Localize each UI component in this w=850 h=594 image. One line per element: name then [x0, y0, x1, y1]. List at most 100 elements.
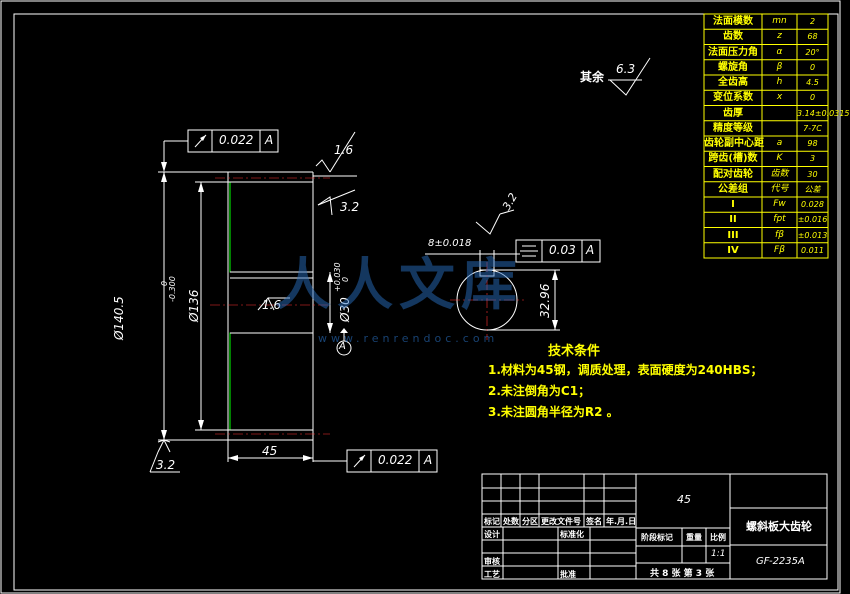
param-symbol: fβ	[775, 229, 784, 240]
param-symbol: 代号	[770, 183, 789, 194]
tb-stage: 阶段标记	[641, 533, 673, 542]
tb-header-mark: 标记	[484, 517, 500, 526]
param-value: 0.028	[801, 200, 824, 209]
param-symbol: Fβ	[774, 244, 785, 255]
runout-top-datum: A	[265, 133, 274, 147]
part-name: 螺斜板大齿轮	[746, 520, 812, 533]
watermark-logo: 人人文库	[275, 253, 523, 318]
param-value: 2	[809, 17, 816, 26]
param-value: 3	[809, 154, 816, 164]
roughness-key: 3.2	[500, 190, 521, 213]
drawing-number: GF-2235A	[756, 556, 805, 567]
param-name: I	[731, 199, 735, 210]
param-name: 齿厚	[723, 107, 743, 119]
section-dimensions	[149, 129, 438, 473]
datum-a-label: A	[339, 341, 346, 352]
roughness-face: 3.2	[340, 200, 360, 214]
param-symbol: β	[776, 61, 783, 72]
param-symbol: z	[777, 31, 782, 42]
tech-list: 1.材料为45钢，调质处理，表面硬度为240HBS； 2.未注倒角为C1； 3.…	[488, 360, 763, 423]
param-symbol	[762, 122, 797, 135]
param-symbol: Fw	[773, 199, 786, 209]
param-symbol	[762, 107, 797, 120]
param-name: 变位系数	[713, 92, 753, 104]
tech-item: 1.材料为45钢，调质处理，表面硬度为240HBS；	[488, 363, 763, 377]
param-value: 3.14±0.0315	[797, 108, 850, 118]
others-roughness: 6.3	[616, 62, 636, 76]
param-value: 0	[809, 62, 816, 72]
od-dimension: Ø140.5	[112, 296, 126, 340]
material-value: 45	[677, 493, 691, 506]
param-symbol: mn	[772, 16, 787, 26]
param-name: 齿轮副中心距	[704, 138, 764, 149]
param-value: 20°	[805, 47, 820, 57]
sheet-count: 共 8 张 第 3 张	[650, 569, 715, 579]
scale-value: 1:1	[711, 549, 726, 559]
param-name: 法面模数	[713, 16, 753, 27]
runout-bottom-value: 0.022	[378, 453, 413, 467]
root-dimension: Ø136	[187, 289, 201, 322]
title-block	[481, 473, 828, 580]
watermark-url: www.renrendoc.com	[318, 332, 499, 345]
key-sym-datum: A	[586, 243, 595, 257]
tb-header-zone: 分区	[522, 517, 538, 526]
param-value: 98	[807, 139, 818, 148]
tb-header-count: 处数	[503, 517, 519, 526]
param-value: 68	[807, 32, 818, 42]
param-name: 法面压力角	[708, 46, 758, 58]
gear-section-view	[210, 171, 330, 441]
param-value: 30	[807, 169, 818, 179]
param-symbol: x	[776, 92, 783, 103]
inner-frame	[13, 13, 839, 591]
param-name: 公差组	[718, 183, 748, 195]
tech-title: 技术条件	[548, 344, 601, 359]
param-value: 0.011	[801, 245, 824, 255]
tech-item: 3.未注圆角半径为R2 。	[488, 405, 619, 419]
tech-item: 2.未注倒角为C1；	[488, 384, 591, 398]
tb-approve: 批准	[560, 570, 576, 579]
param-name: III	[727, 229, 739, 241]
param-value: ±0.016	[797, 215, 828, 225]
param-value: 4.5	[806, 78, 819, 87]
param-symbol: fpt	[773, 214, 786, 225]
param-symbol: a	[776, 138, 783, 148]
param-symbol: h	[776, 77, 783, 87]
param-value: 7-7C	[803, 123, 822, 133]
od-tol-lower: -0.300	[168, 276, 177, 302]
param-name: 配对齿轮	[713, 168, 753, 180]
tb-process: 工艺	[484, 570, 500, 579]
tb-review: 审核	[484, 557, 500, 566]
width-dimension: 45	[262, 444, 278, 458]
param-name: 全齿高	[718, 77, 748, 88]
tb-standard: 标准化	[560, 530, 584, 539]
tb-header-doc: 更改文件号	[541, 517, 581, 526]
param-name: II	[729, 214, 737, 226]
runout-top-value: 0.022	[219, 133, 254, 147]
bore-keyway-view	[425, 57, 651, 340]
roughness-bore: 1.6	[262, 298, 282, 312]
param-value: 0	[809, 93, 816, 103]
roughness-bottom: 3.2	[156, 458, 176, 472]
param-name: 螺旋角	[718, 61, 748, 73]
runout-bottom-datum: A	[424, 453, 433, 467]
key-sym-tolerance: 0.03	[549, 243, 576, 257]
param-value: ±0.013	[797, 230, 828, 240]
param-name: 跨齿(槽)数	[708, 153, 758, 165]
tb-weight: 重量	[686, 533, 702, 542]
key-sym-dimension: 8±0.018	[428, 238, 472, 249]
param-name: 精度等级	[713, 122, 753, 134]
tb-header-sign: 签名	[586, 517, 602, 526]
others-label: 其余	[580, 70, 605, 84]
param-symbol: α	[776, 46, 783, 57]
tb-ratio: 比例	[710, 533, 726, 542]
roughness-top: 1.6	[334, 143, 354, 157]
param-symbol: K	[776, 153, 783, 164]
tb-design: 设计	[484, 530, 500, 539]
parameter-table	[703, 13, 829, 259]
param-name: 齿数	[723, 31, 743, 43]
key-depth-dimension: 32.96	[538, 283, 552, 318]
param-symbol: 齿数	[770, 168, 789, 179]
